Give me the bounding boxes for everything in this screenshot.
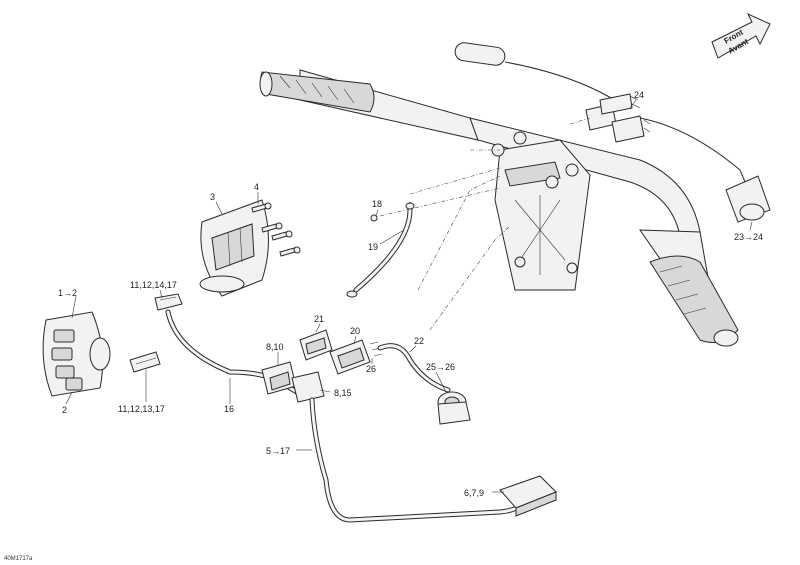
label-18: 18 — [372, 199, 382, 209]
label-21: 21 — [314, 314, 324, 324]
switch-module — [42, 311, 111, 397]
label-25-26: 25→26 — [426, 362, 455, 372]
top-grip-heater — [454, 42, 771, 223]
label-1-2: 1→2 — [58, 288, 77, 298]
label-3: 3 — [210, 192, 215, 202]
cable-22 — [377, 343, 451, 393]
label-11-12-13-17: 11,12,13,17 — [118, 404, 165, 414]
label-6-7-9: 6,7,9 — [464, 488, 484, 498]
label-22: 22 — [414, 336, 424, 346]
label-8-15: 8,15 — [334, 388, 352, 398]
connector-21 — [299, 329, 333, 361]
front-direction-arrow: Front Avant — [711, 12, 771, 59]
label-19: 19 — [368, 242, 378, 252]
connectors-8 — [261, 361, 325, 403]
label-20: 20 — [350, 326, 360, 336]
label-5-17: 5→17 — [266, 446, 290, 456]
connector-20 — [329, 339, 383, 375]
leader-lines — [65, 99, 753, 493]
harness-5-17 — [309, 397, 529, 523]
right-grip — [649, 255, 739, 347]
socket-25-26 — [437, 391, 471, 425]
assembly-lines — [379, 117, 591, 331]
label-11-12-14-17: 11,12,14,17 — [130, 280, 177, 290]
label-2: 2 — [62, 405, 67, 415]
label-4: 4 — [254, 182, 259, 192]
switch-housing — [199, 199, 269, 297]
callout-labels: 1→2 2 3 4 11,12,14,17 11,12,13,17 16 18 … — [58, 90, 763, 498]
module-6-7-9 — [499, 475, 557, 517]
handlebar-riser — [491, 131, 591, 291]
ground-wire — [346, 201, 415, 298]
screws — [251, 202, 301, 257]
left-grip — [259, 71, 375, 113]
label-8-10: 8,10 — [266, 342, 284, 352]
connector-24 — [585, 93, 651, 143]
reference-code: 40M1717a — [4, 556, 33, 562]
label-23-24: 23→24 — [734, 232, 763, 242]
label-24: 24 — [634, 90, 644, 100]
label-26: 26 — [366, 364, 376, 374]
label-16: 16 — [224, 404, 234, 414]
